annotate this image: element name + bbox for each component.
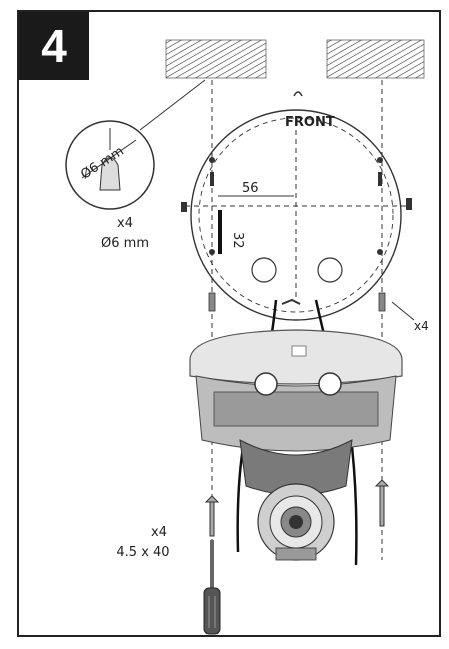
screw-size-label: 4.5 x 40 [116,545,170,560]
anchor-leader-line [391,301,415,321]
camera-dome-icon [189,329,403,561]
screw-qty: x4 [151,525,167,540]
anchor-qty: x4 [414,319,429,333]
dimension-vertical: 32 [230,232,245,249]
drill-bit-icon: Ø6 mm [65,79,206,210]
drill-size-label: Ø6 mm [101,236,149,251]
screwdriver-icon [203,540,221,635]
screw-icon [204,479,390,537]
step-number-badge: 4 [19,12,89,80]
step-frame [17,10,441,637]
ceiling-hatch-icon [165,39,425,79]
template-front-label: FRONT [285,115,335,130]
wall-anchor-icon [208,292,386,312]
dimension-horizontal: 56 [242,181,259,196]
template-hole-markers [181,91,412,255]
drill-hole-qty: x4 [117,216,133,231]
mounting-template: FRONT 56 32 [181,91,412,321]
